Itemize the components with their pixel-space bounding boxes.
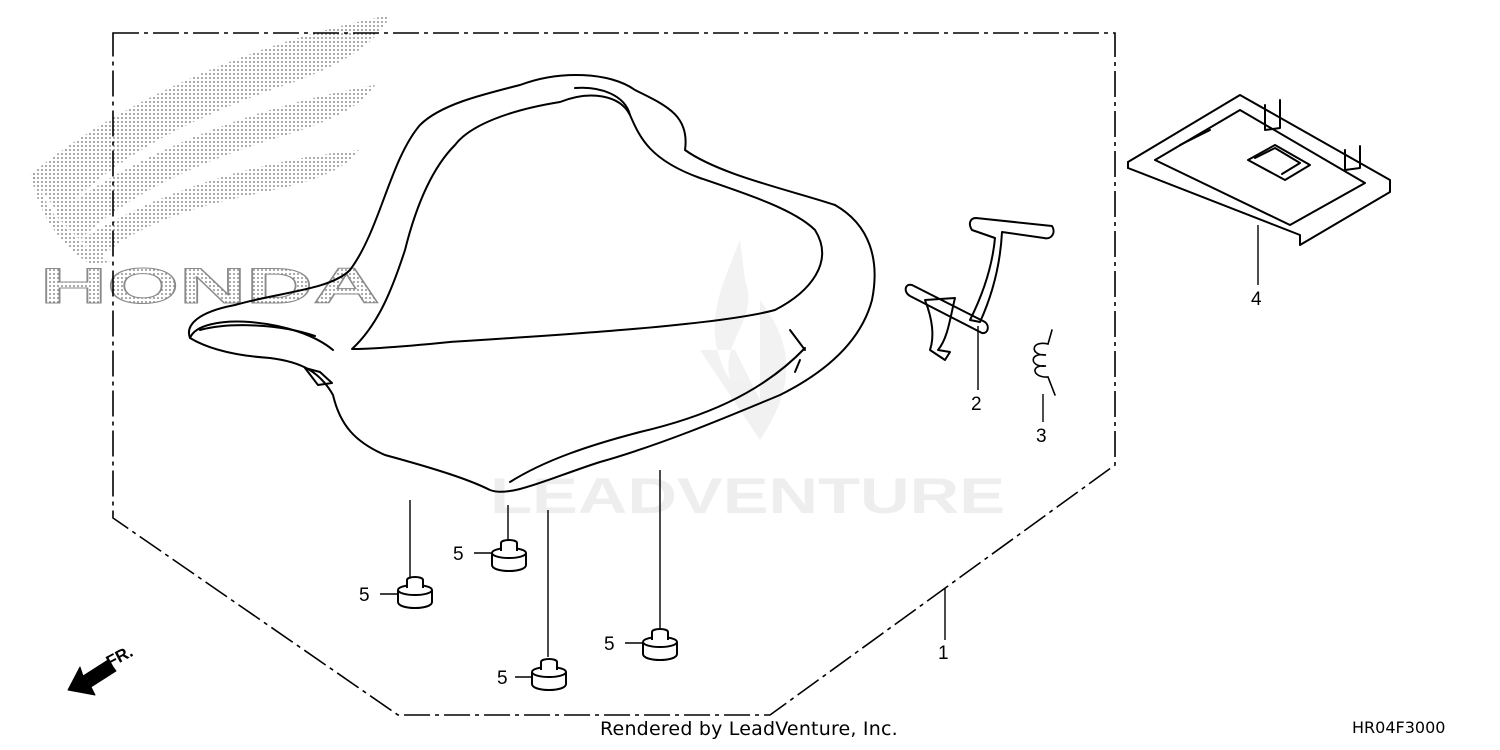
callout-5c: 5 <box>604 634 615 655</box>
callout-5d: 5 <box>497 668 508 689</box>
seat-top-panel <box>351 94 824 350</box>
callout-5a: 5 <box>359 585 370 606</box>
seat-outline <box>188 74 876 493</box>
assembly-boundary <box>112 32 1116 716</box>
seat-lock-hook-part <box>904 217 1055 361</box>
callout-labels: 1 2 3 4 5 5 5 5 <box>359 289 1262 689</box>
honda-logo-text: HONDA <box>40 258 380 314</box>
honda-wing-logo-icon: HONDA <box>30 15 390 315</box>
seat-tray-part <box>1127 94 1391 246</box>
callout-4: 4 <box>1251 289 1262 310</box>
callout-1: 1 <box>938 643 949 664</box>
leader-lines <box>380 225 1259 678</box>
diagram-code: HR04F3000 <box>1352 718 1446 737</box>
torsion-spring-part <box>1032 329 1056 396</box>
cushion-5c <box>642 628 678 661</box>
leadventure-watermark: LEADVENTURE <box>490 240 1005 524</box>
cushion-5d <box>531 658 567 691</box>
callout-2: 2 <box>971 394 982 415</box>
rendered-by-credit: Rendered by LeadVenture, Inc. <box>600 718 898 740</box>
seat-front-hook <box>304 367 333 386</box>
watermark-text: LEADVENTURE <box>490 468 1005 524</box>
seat-assembly <box>188 74 876 493</box>
cushion-5b <box>491 539 527 572</box>
front-direction-arrow-icon: FR. <box>67 642 136 696</box>
callout-3: 3 <box>1036 426 1047 447</box>
seat-side-seam <box>509 347 806 483</box>
seat-front-lip <box>189 320 334 351</box>
cushion-5a <box>397 576 433 609</box>
callout-5b: 5 <box>453 544 464 565</box>
